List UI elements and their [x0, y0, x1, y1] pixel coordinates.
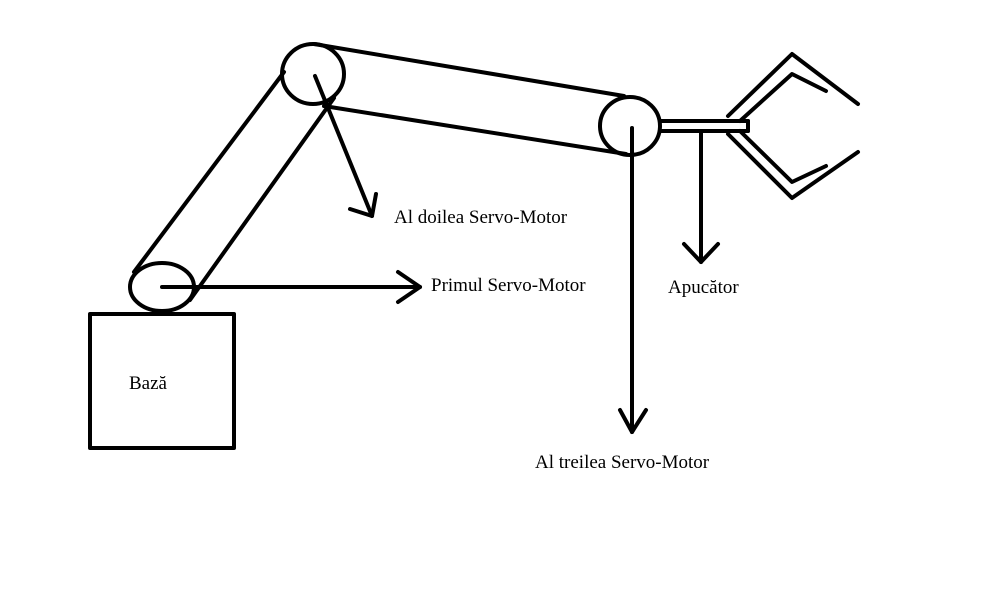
second-servo-joint: [280, 42, 346, 106]
gripper-label: Apucător: [668, 277, 739, 298]
upper-arm-segment: [312, 42, 628, 156]
first-servo-label: Primul Servo-Motor: [431, 275, 586, 296]
base-box: [88, 312, 236, 450]
first-servo-arrow: [160, 270, 422, 304]
base-label: Bază: [129, 373, 168, 394]
wrist-connector: [658, 119, 750, 133]
second-servo-arrow: [313, 74, 378, 218]
lower-arm-segment: [132, 70, 336, 302]
gripper-arrow: [682, 129, 720, 264]
third-servo-label: Al treilea Servo-Motor: [535, 452, 710, 473]
second-servo-label: Al doilea Servo-Motor: [394, 207, 568, 228]
third-servo-arrow: [618, 126, 648, 434]
gripper-claws: [726, 52, 860, 200]
